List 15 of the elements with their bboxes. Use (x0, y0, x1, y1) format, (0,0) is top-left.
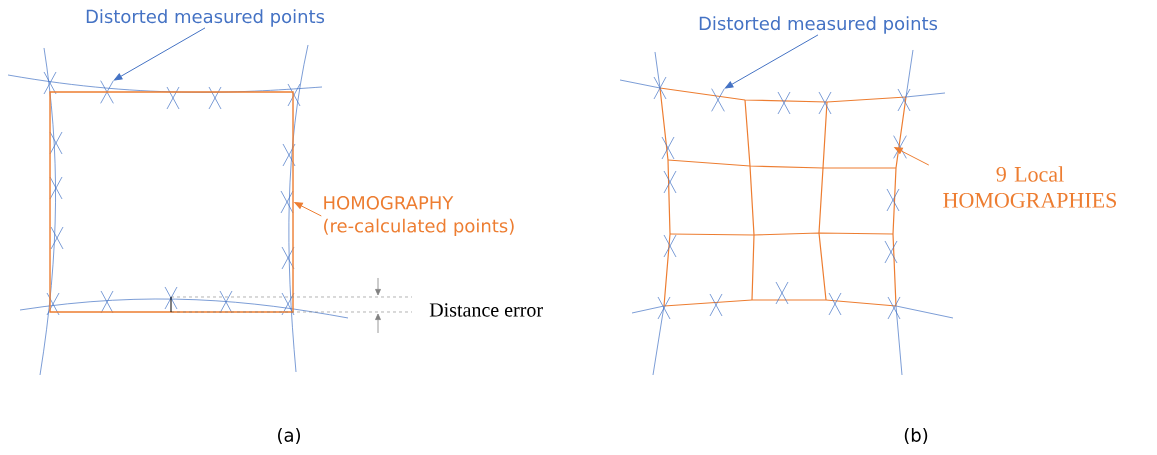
cross-mark (100, 80, 114, 104)
cross-mark (711, 88, 725, 112)
panel-label: (a) (278, 427, 300, 444)
panel-label: (b) (904, 427, 928, 444)
arrow (114, 27, 206, 81)
arrow (294, 202, 322, 217)
callout-text: Distorted measured points (699, 16, 938, 34)
callout-text: Distorted measured points (86, 9, 325, 27)
callout-text: 9 Local HOMOGRAPHIES (943, 166, 1116, 208)
arrow (725, 34, 819, 89)
cross-mark (893, 135, 907, 159)
dimension-label: Distance error (429, 303, 543, 317)
arrow (894, 147, 930, 166)
rectangle-outline (49, 91, 294, 313)
callout-text: HOMOGRAPHY (re-calculated points) (324, 195, 514, 237)
